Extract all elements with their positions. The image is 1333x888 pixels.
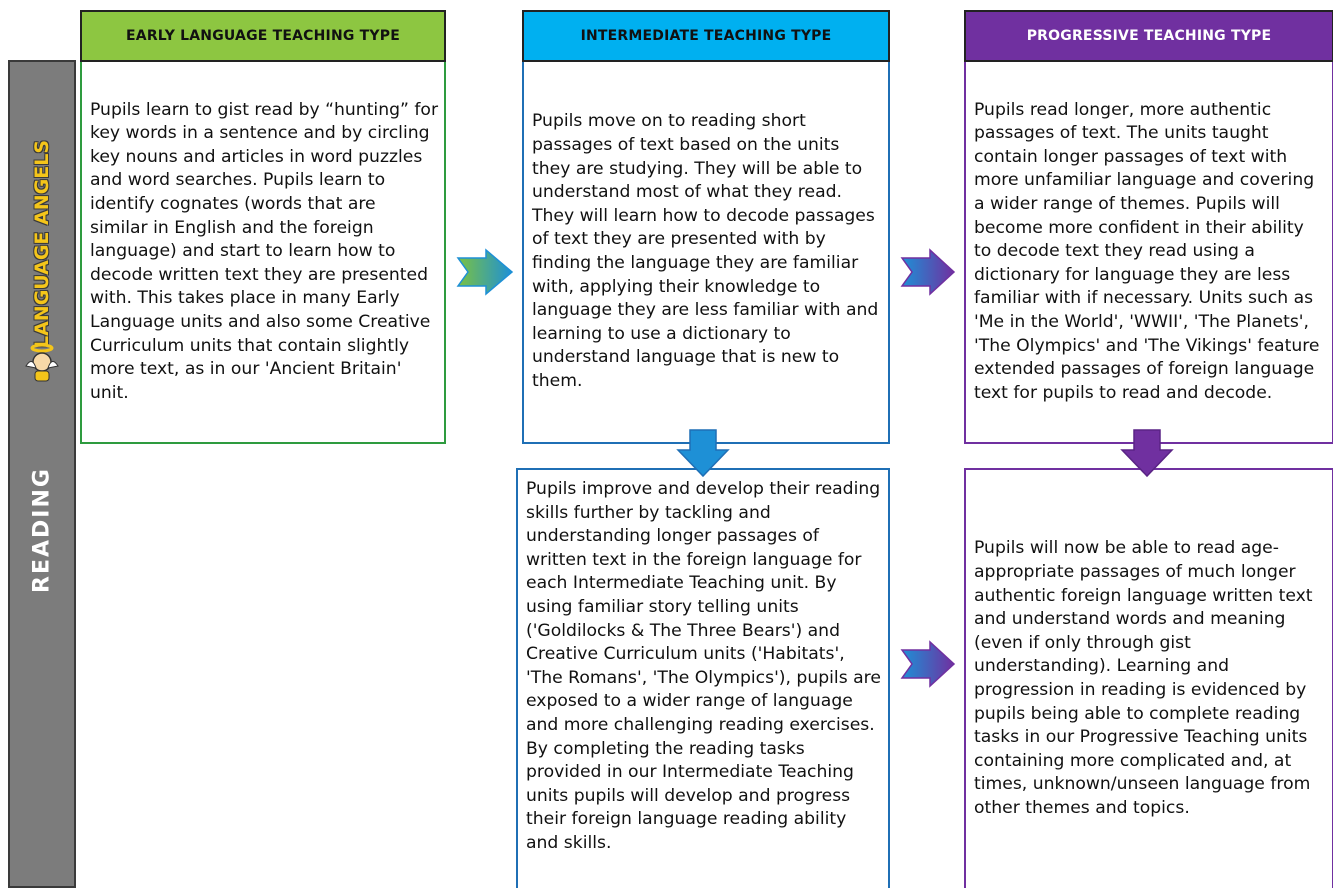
progressive-description-box-2: Pupils will now be able to read age-appr… [964,468,1333,888]
arrow-right-intermediate-to-progressive-2 [900,640,956,688]
header-early: EARLY LANGUAGE TEACHING TYPE [80,10,446,62]
early-description: Pupils learn to gist read by “hunting” f… [90,99,439,403]
header-intermediate: INTERMEDIATE TEACHING TYPE [522,10,890,62]
intermediate-description-2: Pupils improve and develop their reading… [526,479,881,853]
intermediate-description-1: Pupils move on to reading short passages… [532,111,879,391]
section-title: READING [29,467,55,593]
arrow-right-intermediate-to-progressive-1 [900,248,956,296]
logo: LANGUAGE ANGELS [31,139,53,349]
progressive-description-box-1: Pupils read longer, more authentic passa… [964,62,1333,444]
arrow-down-intermediate [676,429,730,478]
progressive-description-2: Pupils will now be able to read age-appr… [974,538,1313,818]
sidebar: LANGUAGE ANGELS READING [8,60,76,888]
intermediate-description-box-1: Pupils move on to reading short passages… [522,62,890,444]
header-progressive: PROGRESSIVE TEACHING TYPE [964,10,1333,62]
intermediate-description-box-2: Pupils improve and develop their reading… [516,468,890,888]
arrow-right-early-to-intermediate [456,248,514,296]
progressive-description-1: Pupils read longer, more authentic passa… [974,99,1320,403]
arrow-down-progressive [1120,429,1174,478]
early-description-box: Pupils learn to gist read by “hunting” f… [80,62,446,444]
angel-icon [25,343,59,382]
